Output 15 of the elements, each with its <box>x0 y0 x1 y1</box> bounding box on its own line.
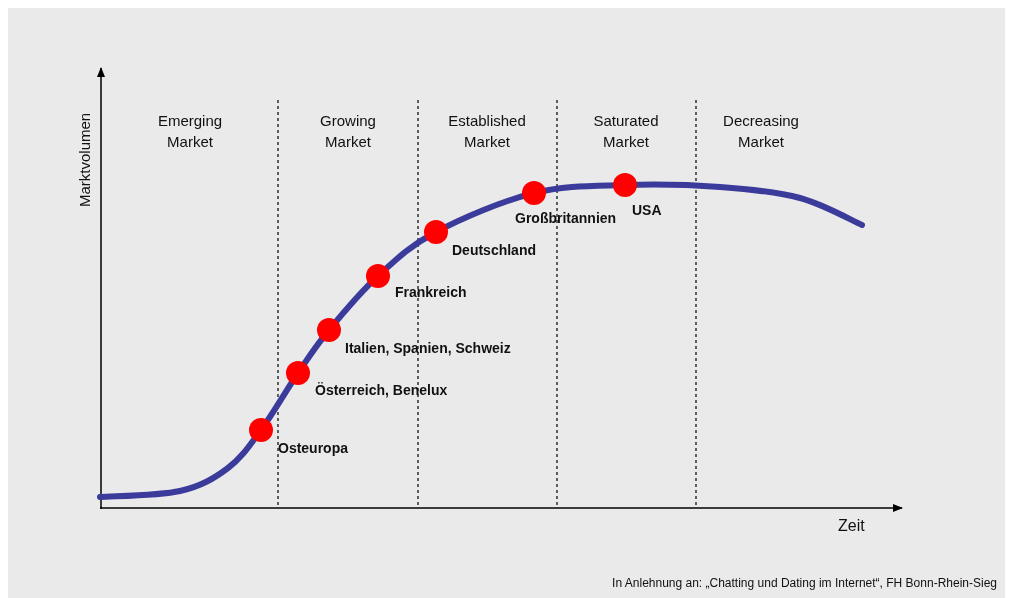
axis-label: Marktvolumen <box>76 112 93 207</box>
phase-label: Decreasing Market <box>722 111 800 152</box>
axis-label: Zeit <box>838 517 865 535</box>
source-caption: In Anlehnung an: „Chatting und Dating im Internet“, FH Bonn-Rhein-Sieg <box>612 576 997 590</box>
country-label: Großbritannien <box>515 210 617 226</box>
phase-label: Growing Market <box>319 111 377 152</box>
phase-label: Emerging Market <box>156 111 224 152</box>
country-label: Deutschland <box>452 242 536 258</box>
phase-label: Established Market <box>447 111 527 152</box>
country-label: Osteuropa <box>278 440 348 456</box>
country-label: Italien, Spanien, Schweiz <box>345 340 511 356</box>
phase-label: Saturated Market <box>592 111 660 152</box>
country-label: Österreich, Benelux <box>315 382 448 398</box>
country-label: Frankreich <box>395 284 467 300</box>
country-label: USA <box>632 202 662 218</box>
